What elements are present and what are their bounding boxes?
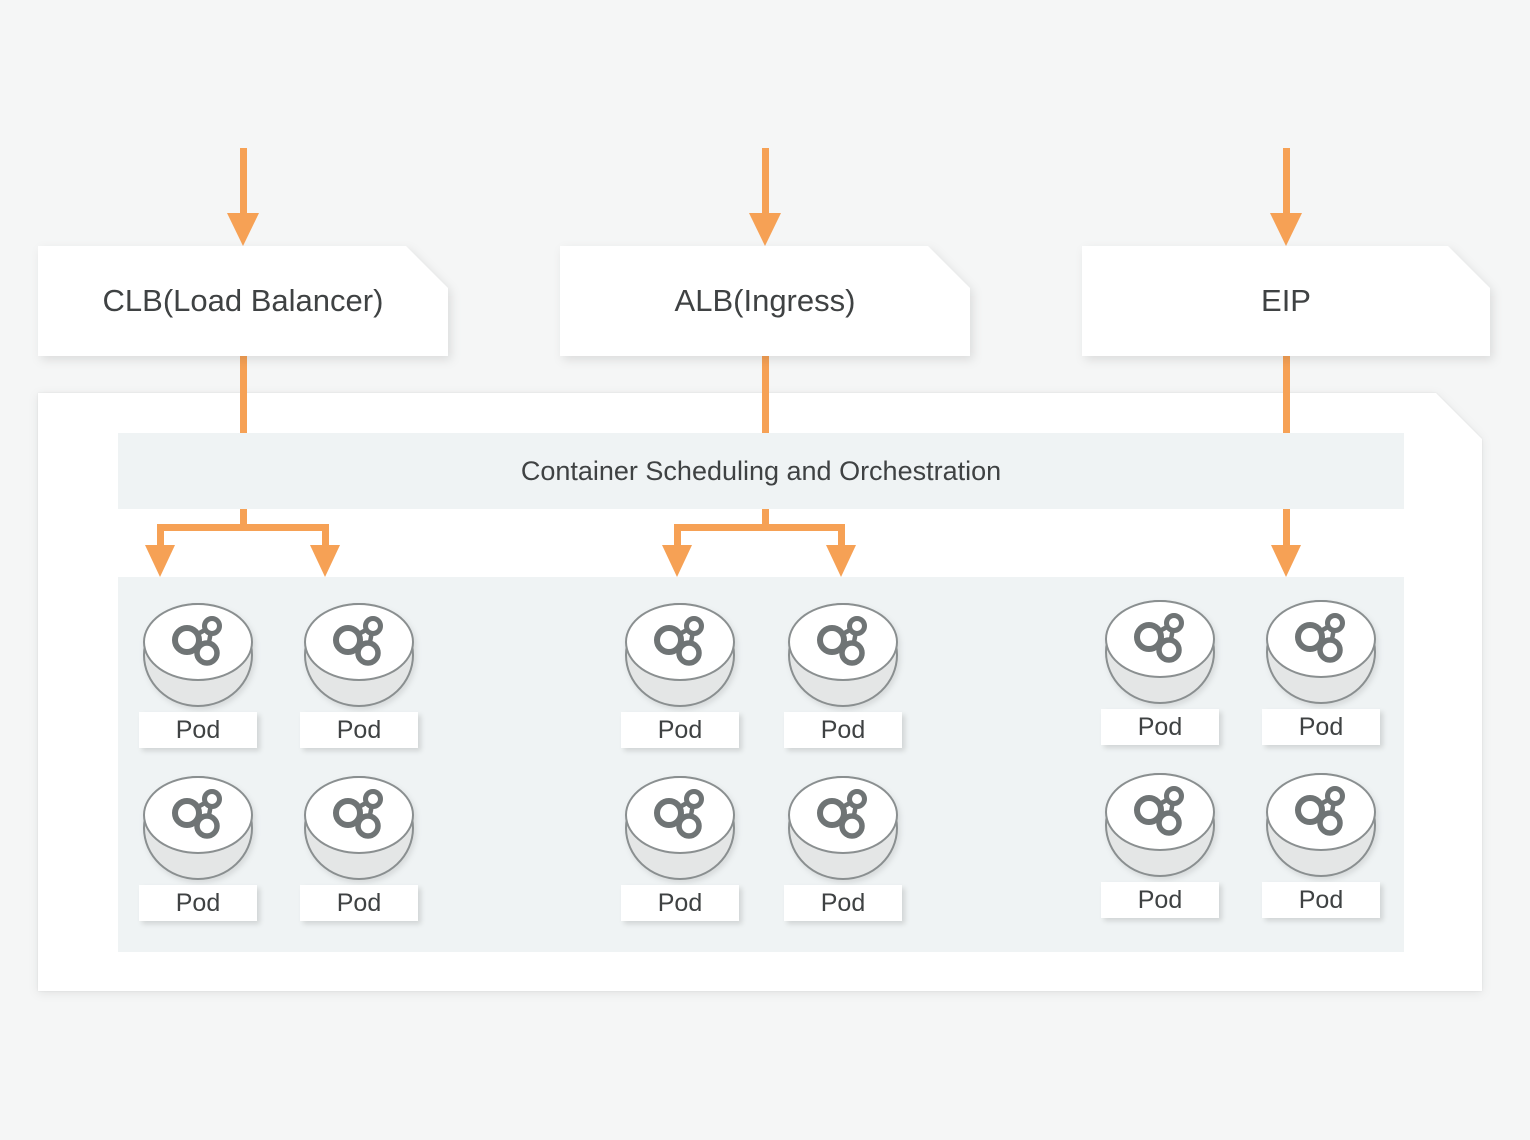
pod-label: Pod	[1262, 709, 1380, 745]
clb-inbound-arrow-head	[227, 213, 259, 246]
pod-label: Pod	[621, 885, 739, 921]
molecule-nodes-icon	[1134, 786, 1184, 836]
clb-branch-right-arrow-head	[310, 545, 340, 577]
molecule-nodes-icon	[654, 616, 704, 666]
alb-branch-right-arrow-head	[826, 545, 856, 577]
molecule-nodes-icon	[172, 616, 222, 666]
molecule-nodes-icon	[1134, 613, 1184, 663]
molecule-nodes-icon	[172, 789, 222, 839]
pod: Pod	[300, 776, 418, 921]
clb-inbound-arrow-line	[239, 148, 247, 214]
alb-branch-left-arrow-head	[662, 545, 692, 577]
pod-cylinder-icon	[788, 776, 898, 880]
pod-label: Pod	[1262, 882, 1380, 918]
pod-label: Pod	[1101, 709, 1219, 745]
eip-connector-arrow-head	[1271, 545, 1301, 577]
pod-cylinder-icon	[143, 776, 253, 880]
clb-branch-left-stub	[156, 524, 164, 546]
eip-inbound-arrow-head	[1270, 213, 1302, 246]
pod-cylinder-icon	[625, 603, 735, 707]
clb-connector-hline	[156, 524, 329, 531]
pod: Pod	[1101, 600, 1219, 745]
clb-branch-right-stub	[321, 524, 329, 546]
pod: Pod	[784, 603, 902, 748]
molecule-nodes-icon	[333, 789, 383, 839]
molecule-nodes-icon	[817, 616, 867, 666]
pod: Pod	[621, 603, 739, 748]
pod-cylinder-icon	[1266, 600, 1376, 704]
molecule-nodes-icon	[654, 789, 704, 839]
pod-cylinder-icon	[1105, 600, 1215, 704]
pod-label: Pod	[300, 885, 418, 921]
node-eip: EIP	[1082, 246, 1490, 356]
orchestration-bar: Container Scheduling and Orchestration	[118, 433, 1404, 509]
pod-label: Pod	[139, 712, 257, 748]
clb-branch-left-arrow-head	[145, 545, 175, 577]
pod-label: Pod	[621, 712, 739, 748]
pod-label: Pod	[784, 885, 902, 921]
eip-inbound-arrow-line	[1282, 148, 1290, 214]
pod-label: Pod	[139, 885, 257, 921]
pod-label: Pod	[1101, 882, 1219, 918]
pod: Pod	[139, 776, 257, 921]
pod: Pod	[300, 603, 418, 748]
molecule-nodes-icon	[1295, 786, 1345, 836]
pod-label: Pod	[300, 712, 418, 748]
pod: Pod	[139, 603, 257, 748]
alb-inbound-arrow-head	[749, 213, 781, 246]
pod: Pod	[784, 776, 902, 921]
pod-cylinder-icon	[143, 603, 253, 707]
pod: Pod	[1101, 773, 1219, 918]
alb-connector-hline	[673, 524, 845, 531]
pod: Pod	[1262, 773, 1380, 918]
pod-cylinder-icon	[304, 776, 414, 880]
pod-cylinder-icon	[1266, 773, 1376, 877]
molecule-nodes-icon	[1295, 613, 1345, 663]
pod-cylinder-icon	[304, 603, 414, 707]
node-clb-label: CLB(Load Balancer)	[38, 246, 448, 356]
node-eip-label: EIP	[1082, 246, 1490, 356]
pod-cylinder-icon	[788, 603, 898, 707]
pod-cylinder-icon	[1105, 773, 1215, 877]
orchestration-bar-label: Container Scheduling and Orchestration	[520, 455, 1002, 486]
alb-branch-left-stub	[673, 524, 681, 546]
alb-branch-right-stub	[837, 524, 845, 546]
alb-inbound-arrow-line	[761, 148, 769, 214]
pod-label: Pod	[784, 712, 902, 748]
pod: Pod	[1262, 600, 1380, 745]
node-clb: CLB(Load Balancer)	[38, 246, 448, 356]
node-alb-label: ALB(Ingress)	[560, 246, 970, 356]
pod-cylinder-icon	[625, 776, 735, 880]
molecule-nodes-icon	[817, 789, 867, 839]
node-alb: ALB(Ingress)	[560, 246, 970, 356]
molecule-nodes-icon	[333, 616, 383, 666]
pod: Pod	[621, 776, 739, 921]
